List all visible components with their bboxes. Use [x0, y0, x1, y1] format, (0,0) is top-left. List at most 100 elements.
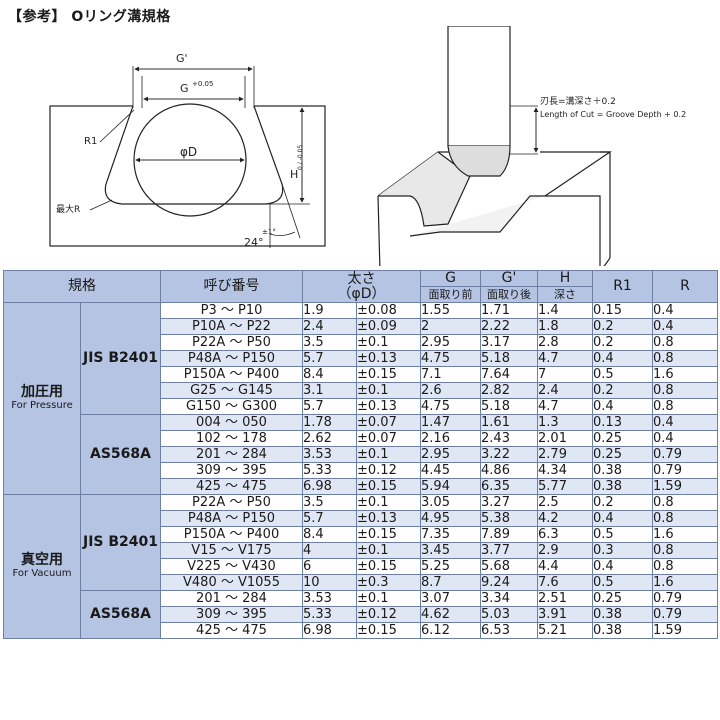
tolerance-cell: ±0.12 [355, 606, 422, 623]
r1-cell: 0.25 [592, 430, 654, 447]
g-cell: 3.05 [420, 494, 482, 511]
header-g-sub: 面取り前 [420, 286, 482, 303]
size-cell: 201 ～ 284 [160, 590, 303, 607]
r-cell: 0.4 [652, 430, 719, 447]
r1-cell: 0.38 [592, 622, 654, 639]
h-tol-label: 0 / -0.05 [297, 145, 304, 170]
angle-label: 24° [244, 236, 264, 249]
g-prime-cell: 3.17 [480, 334, 539, 351]
category-name-en: For Pressure [11, 400, 73, 411]
g-cell: 2.95 [420, 446, 482, 463]
r-cell: 0.4 [652, 302, 719, 319]
size-cell: P22A ～ P50 [160, 494, 303, 511]
header-spec: 規格 [3, 270, 161, 303]
g-prime-cell: 5.18 [480, 350, 539, 367]
h-cell: 2.51 [537, 590, 594, 607]
thickness-cell: 10 [302, 574, 357, 591]
h-cell: 6.3 [537, 526, 594, 543]
thickness-cell: 4 [302, 542, 357, 559]
r-cell: 1.6 [652, 574, 719, 591]
g-prime-cell: 5.18 [480, 398, 539, 415]
r-cell: 0.79 [652, 606, 719, 623]
g-cell: 2.6 [420, 382, 482, 399]
tolerance-cell: ±0.15 [355, 366, 422, 383]
r-cell: 0.8 [652, 510, 719, 527]
tolerance-cell: ±0.15 [355, 478, 422, 495]
h-cell: 2.79 [537, 446, 594, 463]
thickness-cell: 8.4 [302, 366, 357, 383]
size-cell: 102 ～ 178 [160, 430, 303, 447]
thickness-cell: 6.98 [302, 478, 357, 495]
size-cell: P48A ～ P150 [160, 350, 303, 367]
r1-cell: 0.38 [592, 606, 654, 623]
h-label: H [290, 168, 298, 181]
tolerance-cell: ±0.1 [355, 590, 422, 607]
size-cell: 201 ～ 284 [160, 446, 303, 463]
g-prime-cell: 5.38 [480, 510, 539, 527]
header-r: R [652, 270, 719, 303]
page-title: 【参考】 Oリング溝規格 [8, 9, 171, 25]
size-cell: 309 ～ 395 [160, 462, 303, 479]
tolerance-cell: ±0.15 [355, 558, 422, 575]
tolerance-cell: ±0.15 [355, 526, 422, 543]
h-cell: 2.01 [537, 430, 594, 447]
tolerance-cell: ±0.3 [355, 574, 422, 591]
h-cell: 1.8 [537, 318, 594, 335]
header-h: H [537, 270, 594, 287]
tolerance-cell: ±0.13 [355, 350, 422, 367]
size-cell: P3 ～ P10 [160, 302, 303, 319]
size-cell: V225 ～ V430 [160, 558, 303, 575]
g-cell: 1.47 [420, 414, 482, 431]
r-cell: 0.79 [652, 590, 719, 607]
thickness-cell: 3.53 [302, 446, 357, 463]
g-cell: 4.75 [420, 350, 482, 367]
r-cell: 0.8 [652, 382, 719, 399]
r1-cell: 0.25 [592, 590, 654, 607]
tolerance-cell: ±0.1 [355, 382, 422, 399]
size-cell: G150 ～ G300 [160, 398, 303, 415]
h-cell: 7 [537, 366, 594, 383]
r1-cell: 0.4 [592, 558, 654, 575]
thickness-cell: 3.5 [302, 334, 357, 351]
max-r-label: 最大R [56, 203, 80, 215]
size-cell: P48A ～ P150 [160, 510, 303, 527]
thickness-cell: 3.1 [302, 382, 357, 399]
table-header: 規格 呼び番号 太さ（φD） G G' H R1 R 面取り前 面取り後 深さ [3, 270, 719, 303]
thickness-cell: 5.7 [302, 350, 357, 367]
r-cell: 0.8 [652, 334, 719, 351]
h-cell: 2.5 [537, 494, 594, 511]
thickness-cell: 3.5 [302, 494, 357, 511]
r1-label: R1 [84, 136, 97, 147]
tolerance-cell: ±0.1 [355, 446, 422, 463]
g-prime-cell: 1.61 [480, 414, 539, 431]
groove-diagrams: G' G +0.05 φD H 0 / -0.05 R1 最大R 24° ±1°… [0, 26, 720, 266]
g-cell: 2 [420, 318, 482, 335]
r1-cell: 0.4 [592, 510, 654, 527]
header-g-prime: G' [480, 270, 539, 287]
r1-cell: 0.25 [592, 446, 654, 463]
r1-cell: 0.5 [592, 574, 654, 591]
tolerance-cell: ±0.07 [355, 414, 422, 431]
r1-cell: 0.2 [592, 318, 654, 335]
cut-length-note-en: Length of Cut = Groove Depth + 0.2 [540, 110, 686, 119]
size-cell: P150A ～ P400 [160, 526, 303, 543]
g-cell: 3.07 [420, 590, 482, 607]
thickness-cell: 5.7 [302, 510, 357, 527]
r1-cell: 0.38 [592, 462, 654, 479]
header-g: G [420, 270, 482, 287]
thickness-cell: 2.4 [302, 318, 357, 335]
r1-cell: 0.4 [592, 350, 654, 367]
r1-cell: 0.2 [592, 494, 654, 511]
r-cell: 1.59 [652, 622, 719, 639]
r-cell: 0.8 [652, 494, 719, 511]
g-tol-sup: +0.05 [192, 80, 213, 88]
g-cell: 1.55 [420, 302, 482, 319]
